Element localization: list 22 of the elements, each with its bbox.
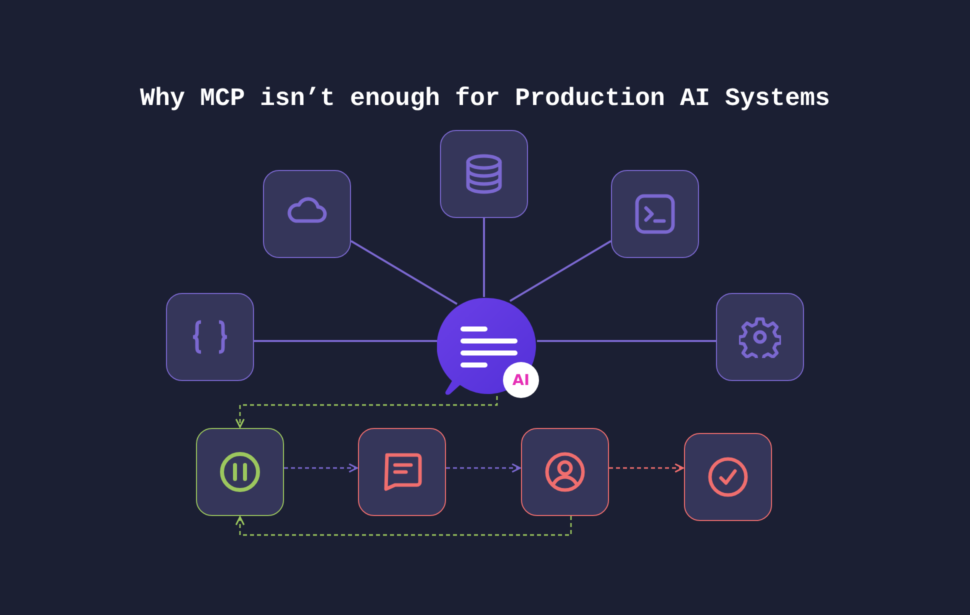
dashed-arrow — [446, 463, 521, 473]
tool-card — [263, 170, 351, 258]
dashed-arrow — [609, 463, 684, 473]
tool-card — [440, 130, 528, 218]
tool-card — [684, 433, 772, 521]
tool-card — [196, 428, 284, 516]
tool-card — [521, 428, 609, 516]
ai-badge: AI — [503, 362, 539, 398]
dashed-arrow — [235, 396, 498, 428]
connector-line — [537, 340, 716, 342]
connector-line — [350, 240, 458, 305]
tool-card — [166, 293, 254, 381]
dashed-arrow — [284, 463, 358, 473]
tool-card — [716, 293, 804, 381]
title: Why MCP isn’t enough for Production AI Systems — [138, 84, 832, 113]
chat-bubble-icon — [437, 296, 539, 398]
tool-card — [611, 170, 699, 258]
connector-line — [254, 340, 437, 342]
connector-line — [483, 218, 485, 297]
dashed-arrow — [235, 516, 572, 536]
connector-line — [509, 240, 612, 302]
tool-card — [358, 428, 446, 516]
